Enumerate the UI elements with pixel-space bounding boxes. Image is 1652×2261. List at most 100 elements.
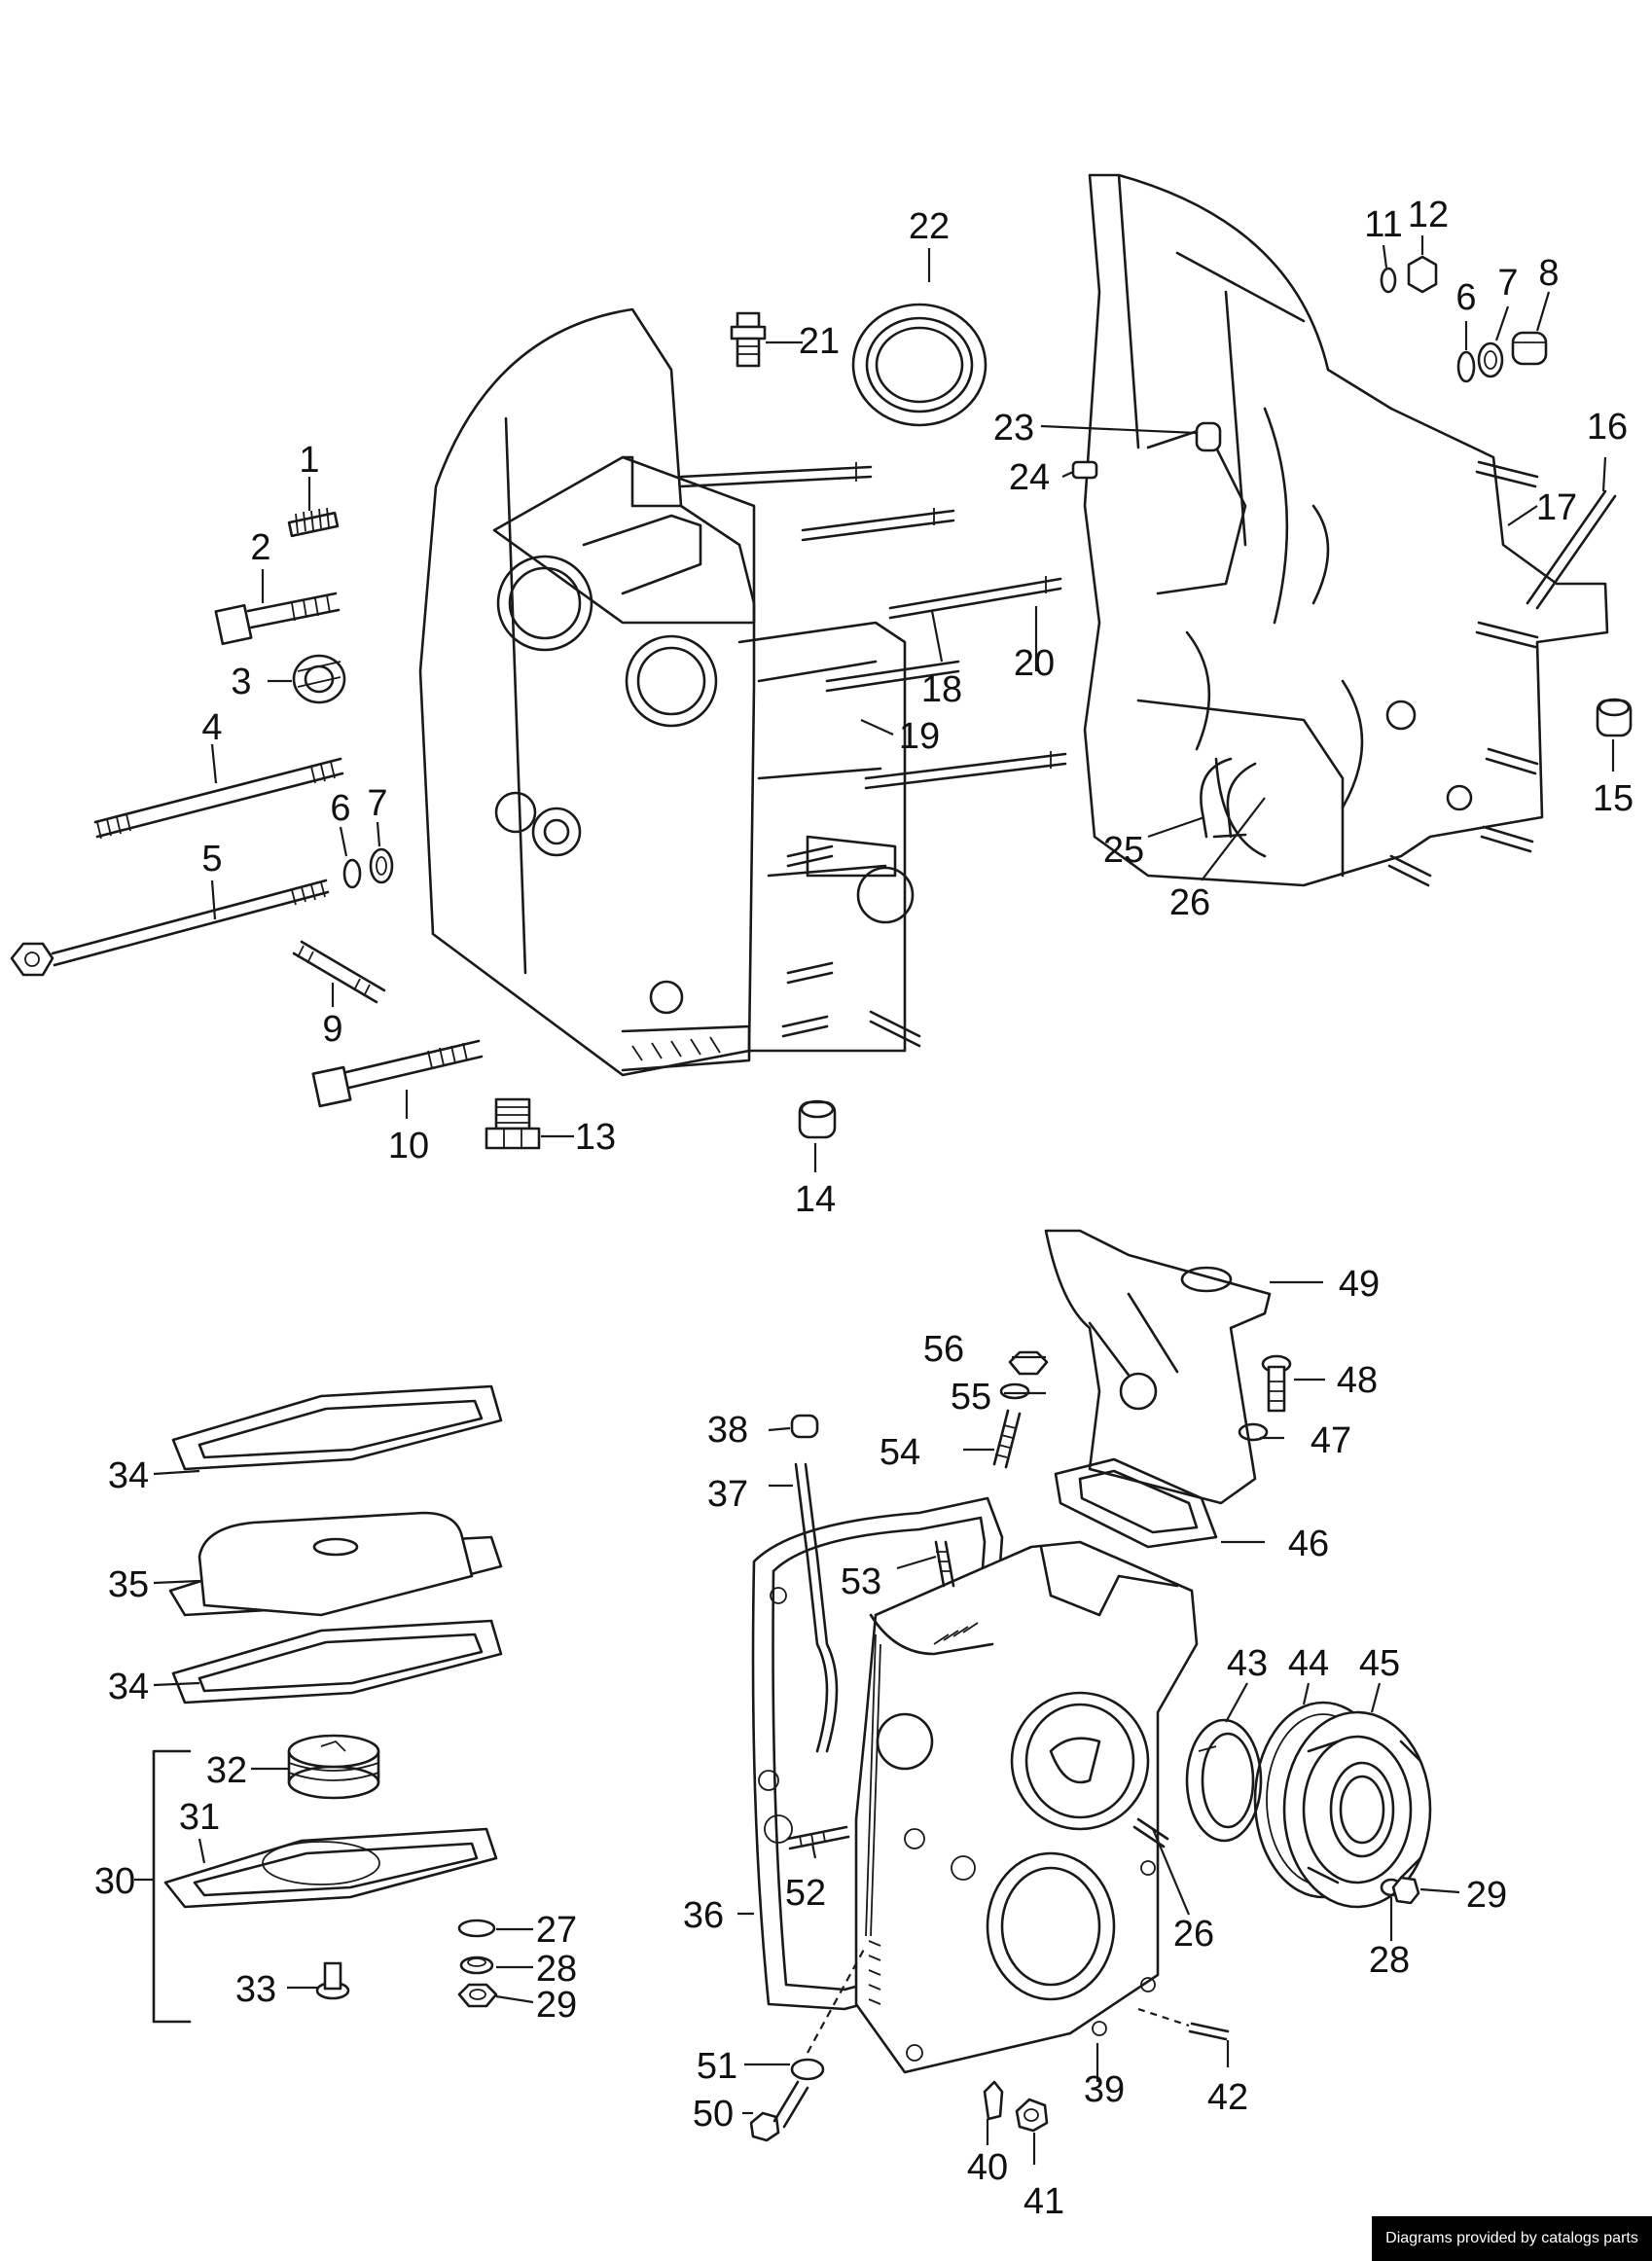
callout-46: 46 xyxy=(1288,1524,1329,1564)
strainer-cover-35 xyxy=(168,1511,503,1617)
callout-44: 44 xyxy=(1288,1643,1329,1684)
nut-7-left xyxy=(369,847,394,884)
callout-7-left: 7 xyxy=(367,783,387,824)
washer-11 xyxy=(1380,267,1397,294)
long-bolt-5 xyxy=(10,879,330,977)
fitting-21 xyxy=(730,311,767,368)
timing-cover-39 xyxy=(854,1540,1199,2074)
callout-3: 3 xyxy=(231,662,251,702)
crankcase-right-half xyxy=(1083,173,1617,887)
callout-14: 14 xyxy=(795,1179,836,1220)
cap-38 xyxy=(790,1414,819,1439)
callout-25: 25 xyxy=(1103,830,1144,871)
oil-filler-pipe-49 xyxy=(1044,1229,1272,1505)
callout-29-right: 29 xyxy=(1466,1875,1507,1916)
stud-54 xyxy=(992,1409,1022,1469)
rubber-seal-3 xyxy=(292,654,346,704)
leader-lines-lower-left xyxy=(134,1469,534,2004)
callout-38: 38 xyxy=(707,1410,748,1451)
oil-drain-plug-13 xyxy=(485,1097,541,1150)
callout-9: 9 xyxy=(322,1009,342,1050)
nut-12 xyxy=(1407,255,1438,294)
callout-34-bottom: 34 xyxy=(108,1667,149,1707)
callout-22: 22 xyxy=(909,206,950,247)
callout-23: 23 xyxy=(993,408,1034,449)
stud-42 xyxy=(1137,2007,1230,2041)
stud-9 xyxy=(292,940,386,1004)
nut-29-left xyxy=(457,1983,498,2008)
callout-52: 52 xyxy=(785,1873,826,1914)
callout-4: 4 xyxy=(201,707,222,748)
gasket-34-top xyxy=(171,1384,503,1471)
washer-27 xyxy=(457,1919,496,1938)
bearing-flange-45 xyxy=(1282,1710,1432,1909)
callout-26-lower: 26 xyxy=(1173,1914,1214,1955)
callout-40: 40 xyxy=(967,2147,1008,2188)
callout-26-upper: 26 xyxy=(1169,882,1210,923)
callout-6-left: 6 xyxy=(330,788,350,829)
bracket-30 xyxy=(152,1749,192,2024)
callout-35: 35 xyxy=(108,1564,149,1605)
callout-41: 41 xyxy=(1024,2181,1064,2222)
nut-41 xyxy=(1015,2098,1049,2133)
callout-21: 21 xyxy=(799,321,840,362)
callout-labels: 1 2 3 4 5 6 7 8 9 10 11 12 13 14 15 16 1… xyxy=(94,195,1634,2222)
gasket-34-bottom xyxy=(171,1619,503,1705)
callout-16: 16 xyxy=(1587,407,1628,448)
callout-2: 2 xyxy=(250,527,270,568)
washer-51 xyxy=(790,2058,825,2081)
washer-47 xyxy=(1238,1422,1269,1442)
callout-51: 51 xyxy=(697,2046,737,2087)
stud-52 xyxy=(786,1825,850,1850)
callout-47: 47 xyxy=(1311,1420,1351,1461)
callout-50: 50 xyxy=(693,2094,734,2135)
nut-56 xyxy=(1008,1350,1049,1376)
long-stud-4 xyxy=(93,757,344,840)
callout-17: 17 xyxy=(1536,487,1577,528)
stud-53 xyxy=(934,1540,955,1588)
plug-23 xyxy=(1195,421,1222,452)
callout-1: 1 xyxy=(299,440,319,481)
callout-34-top: 34 xyxy=(108,1455,149,1496)
callout-54: 54 xyxy=(880,1432,920,1473)
callout-13: 13 xyxy=(575,1117,616,1158)
callout-24: 24 xyxy=(1009,457,1050,498)
seal-43 xyxy=(1185,1718,1263,1843)
callout-33: 33 xyxy=(235,1969,276,2010)
leader-lines-lower-right xyxy=(737,1280,1460,2165)
bolt-10 xyxy=(311,1039,484,1108)
callout-37: 37 xyxy=(707,1474,748,1515)
gasket-46 xyxy=(1054,1457,1218,1549)
callout-36: 36 xyxy=(683,1895,724,1936)
dowel-24 xyxy=(1071,460,1098,480)
callout-31: 31 xyxy=(179,1797,220,1838)
callout-6-right: 6 xyxy=(1455,277,1476,318)
callout-18: 18 xyxy=(921,669,962,710)
callout-56: 56 xyxy=(923,1329,964,1370)
cap-nut-8 xyxy=(1511,331,1548,366)
dipstick-37 xyxy=(794,1462,839,1753)
washer-6-left xyxy=(342,858,362,889)
callout-27: 27 xyxy=(536,1910,577,1951)
crankcase-left-half xyxy=(418,307,1067,1077)
callout-45: 45 xyxy=(1359,1643,1400,1684)
nut-29-right xyxy=(1391,1876,1420,1905)
callout-11: 11 xyxy=(1364,204,1402,245)
nut-clip-40 xyxy=(983,2080,1004,2121)
callout-43: 43 xyxy=(1227,1643,1268,1684)
callout-49: 49 xyxy=(1339,1264,1380,1305)
callout-15: 15 xyxy=(1593,778,1634,819)
leader-lines-upper xyxy=(210,235,1615,1172)
callout-30: 30 xyxy=(94,1861,135,1902)
bolt-2 xyxy=(214,592,341,646)
callout-39: 39 xyxy=(1084,2069,1125,2110)
callout-42: 42 xyxy=(1207,2077,1248,2118)
callout-48: 48 xyxy=(1337,1360,1378,1401)
bushing-14 xyxy=(798,1099,837,1139)
plug-32 xyxy=(287,1734,380,1800)
plug-15 xyxy=(1596,698,1633,737)
washer-28-left xyxy=(459,1956,494,1975)
callout-7-right: 7 xyxy=(1497,263,1518,304)
